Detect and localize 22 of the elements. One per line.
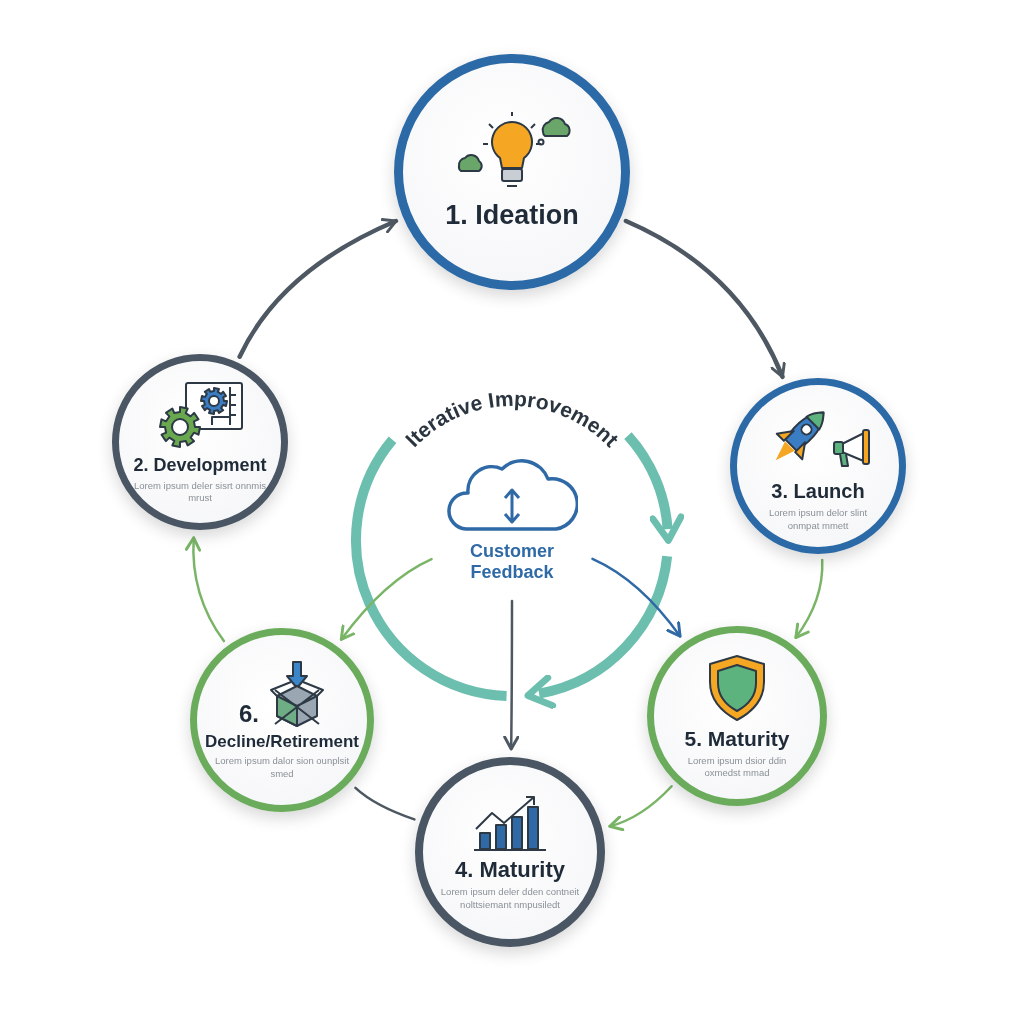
arrow <box>339 557 433 641</box>
arrow <box>794 558 824 640</box>
stage-title: 5. Maturity <box>684 726 790 751</box>
stage-title: 2. Development <box>133 455 267 476</box>
stage-number: 6. <box>239 699 259 728</box>
stage-description: Lorem ipsum dsior ddin oxmedst mmad <box>686 754 788 780</box>
arrow <box>591 557 682 638</box>
arrow <box>608 785 673 831</box>
stage-title: 3. Launch <box>771 480 865 504</box>
connector-line <box>354 786 416 821</box>
stage-description: Lorem ipsum deler dden contneit nolttsiemant nmpusiledt <box>439 886 581 911</box>
stage-title: 1. Ideation <box>445 200 579 232</box>
arrow <box>237 218 399 359</box>
stage-description: Lorem ipsum dalor sion ounplsit smed <box>213 755 351 781</box>
arrow <box>503 599 520 751</box>
arrow <box>623 218 786 380</box>
hub-title: Customer Feedback <box>469 541 555 583</box>
stage-description: Lorem ipsum delor slint onmpat mmett <box>767 507 869 532</box>
stage-title: Decline/Retirement <box>205 731 359 752</box>
stage-title: 4. Maturity <box>455 857 565 883</box>
arrow <box>185 536 226 643</box>
stage-description: Lorem ipsum deler sisrt onnmis mrust <box>134 480 266 505</box>
